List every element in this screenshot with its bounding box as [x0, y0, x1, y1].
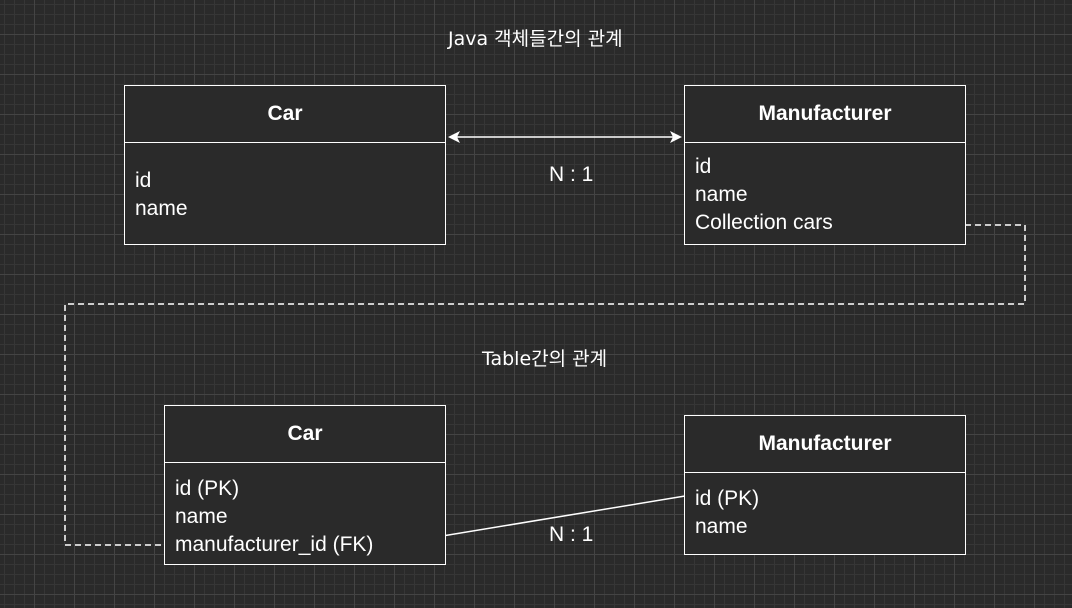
- java-manufacturer-class-fields: id name Collection cars: [685, 143, 965, 237]
- java-cardinality-label: N : 1: [549, 163, 594, 186]
- java-car-field-id: id: [135, 169, 152, 192]
- car-table-column-manufacturer-id: manufacturer_id (FK): [175, 533, 374, 556]
- car-table-column-name: name: [175, 505, 228, 528]
- car-table-header: Car: [165, 406, 445, 463]
- table-relation-title: Table간의 관계: [482, 348, 608, 370]
- car-table[interactable]: Car id (PK) name manufacturer_id (FK): [164, 405, 446, 565]
- table-cardinality-label: N : 1: [549, 523, 594, 546]
- java-manufacturer-field-id: id: [695, 155, 712, 178]
- manufacturer-table-columns: id (PK) name: [685, 473, 965, 541]
- manufacturer-table-column-name: name: [695, 515, 748, 538]
- java-manufacturer-field-name: name: [695, 183, 748, 206]
- java-car-class-header: Car: [125, 86, 445, 143]
- java-car-field-name: name: [135, 197, 188, 220]
- java-manufacturer-class[interactable]: Manufacturer id name Collection cars: [684, 85, 966, 245]
- car-table-columns: id (PK) name manufacturer_id (FK): [165, 463, 445, 559]
- manufacturer-table-column-id: id (PK): [695, 487, 760, 510]
- manufacturer-table[interactable]: Manufacturer id (PK) name: [684, 415, 966, 555]
- java-manufacturer-class-header: Manufacturer: [685, 86, 965, 143]
- java-car-class-fields: id name: [125, 143, 445, 223]
- java-car-class[interactable]: Car id name: [124, 85, 446, 245]
- java-relation-title: Java 객체들간의 관계: [448, 28, 623, 50]
- car-table-column-id: id (PK): [175, 477, 240, 500]
- manufacturer-table-header: Manufacturer: [685, 416, 965, 473]
- java-manufacturer-field-collection-cars: Collection cars: [695, 211, 833, 234]
